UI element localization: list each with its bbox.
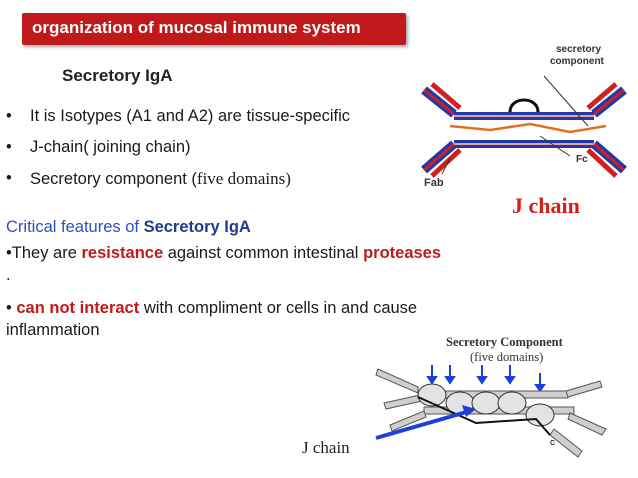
j-chain-arrow [375,409,471,440]
domain-arrows [426,365,546,393]
fig2-title-line2: (five domains) [470,350,543,364]
fig2-c-label: C [550,440,555,447]
fab-label: Fab [424,177,444,189]
fc-label: Fc [576,154,588,165]
critical-features-heading: Critical features of Secretory IgA [6,218,251,237]
feature-line-1: •They are resistance against common inte… [6,244,441,263]
iga-dimer-figure: secretory component Fc Fab J chain [421,44,627,218]
feature-2-bullet: • [6,299,17,317]
secretory-component-figure: Secretory Component (five domains) C J c… [302,335,607,458]
bullet-list: It is Isotypes (A1 and A2) are tissue-sp… [4,107,350,200]
bullet-item: It is Isotypes (A1 and A2) are tissue-sp… [4,107,350,138]
feature-2-red: can not interact [16,299,140,317]
secretory-label-line2: component [550,56,605,67]
bullet-text-prefix: Secretory component ( [30,170,197,188]
feature-1-red-1: resistance [81,244,164,262]
slide-subtitle: Secretory IgA [62,66,173,85]
critical-bold: Secretory IgA [143,218,251,236]
slide-title: organization of mucosal immune system [32,18,361,37]
bullet-item: Secretory component (five domains) [4,169,350,200]
feature-line-2b: inflammation [6,321,100,339]
j-chain-arc [508,98,540,113]
j-chain-arrowhead [462,405,476,417]
critical-prefix: Critical features of [6,218,144,236]
right-fab-arms [586,82,627,178]
title-bar: organization of mucosal immune system [22,13,406,45]
fc-backbone [454,112,594,148]
dot-line: . [6,266,11,284]
fig2-title-line1: Secretory Component [446,335,564,349]
j-chain-label: J chain [512,193,580,218]
fig2-j-chain-label: J chain [302,438,350,457]
feature-1-pre: •They are [6,244,82,262]
sc-domains [417,383,555,427]
secretory-label-line1: secretory [556,44,601,55]
feature-1-mid: against common intestinal [163,244,364,262]
feature-2-rest: with compliment or cells in and cause [139,299,418,317]
bullet-text: It is Isotypes (A1 and A2) are tissue-sp… [30,107,351,125]
feature-line-2: • can not interact with compliment or ce… [6,299,417,318]
secretory-component-chain [449,122,607,134]
bullet-item: J-chain( joining chain) [4,138,350,169]
left-fab-arms [421,82,462,178]
bullet-text: J-chain( joining chain) [30,138,191,156]
bullet-text-serif: five domains) [196,169,291,188]
j-chain-line [417,396,551,436]
feature-1-red-2: proteases [363,244,442,262]
